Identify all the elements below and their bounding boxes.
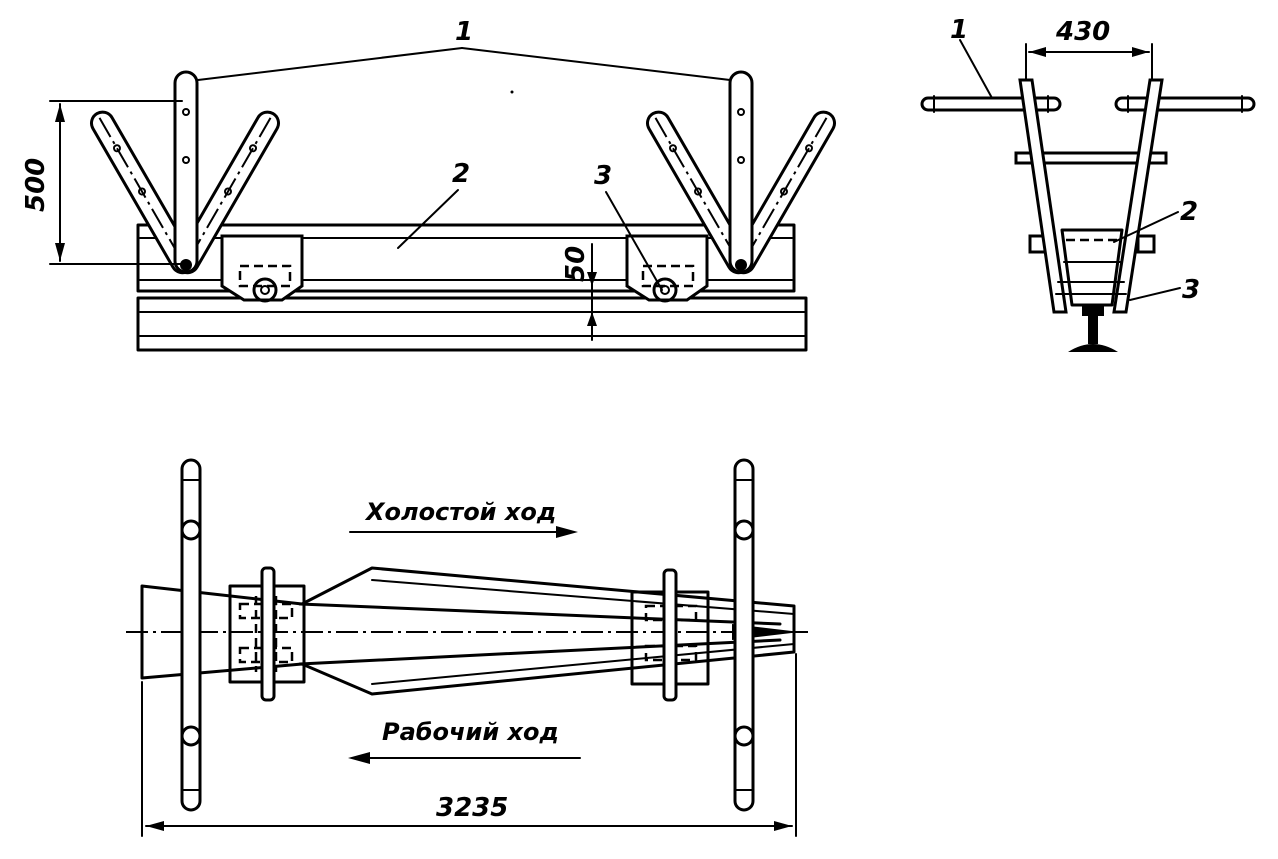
inner-beam [1055,228,1127,307]
end-view: 430 1 2 3 [920,15,1256,352]
rail-profile [1068,304,1118,352]
dimension-3235 [141,653,797,837]
crossbar-right [1114,95,1256,113]
plan-bracket-right [630,568,710,702]
arm-group-right [646,70,836,275]
bolt-right [1136,234,1156,254]
plan-bracket-left [228,566,306,702]
label-part1-side: 1 [455,17,473,47]
leader-lines-end [959,39,1181,301]
arm-group-left [90,70,280,275]
plan-bar-right [733,458,755,812]
dimension-label-500: 500 [21,158,51,212]
label-part1-end: 1 [950,15,968,45]
dimension-label-50: 50 [561,246,591,282]
label-part3-end: 3 [1182,275,1200,305]
crossbar-middle [1014,151,1168,165]
rail-side [136,296,808,352]
working-stroke-label: Рабочий ход [382,718,559,746]
plan-bar-left [180,458,202,812]
roller-bracket-left [220,234,304,303]
leader-lines-side [197,47,731,291]
label-part2-side: 2 [452,159,470,189]
dimension-430 [1025,43,1153,81]
label-part3-side: 3 [594,161,612,191]
arrow-idle-stroke [349,526,578,538]
frame-legs [1018,78,1164,314]
dimension-50 [587,243,597,341]
idle-stroke-label: Холостой ход [364,498,556,526]
dimension-500 [49,100,183,265]
crossbar-left [920,95,1062,113]
roller-bracket-right [625,234,709,303]
dimension-label-430: 430 [1055,17,1110,47]
plan-view: Холостой ход Рабочий ход 3235 [126,458,808,837]
arrow-working-stroke [348,752,581,764]
side-view: 1 2 3 500 50 [21,17,836,352]
dimension-label-3235: 3235 [436,793,508,823]
label-part2-end: 2 [1180,197,1198,227]
